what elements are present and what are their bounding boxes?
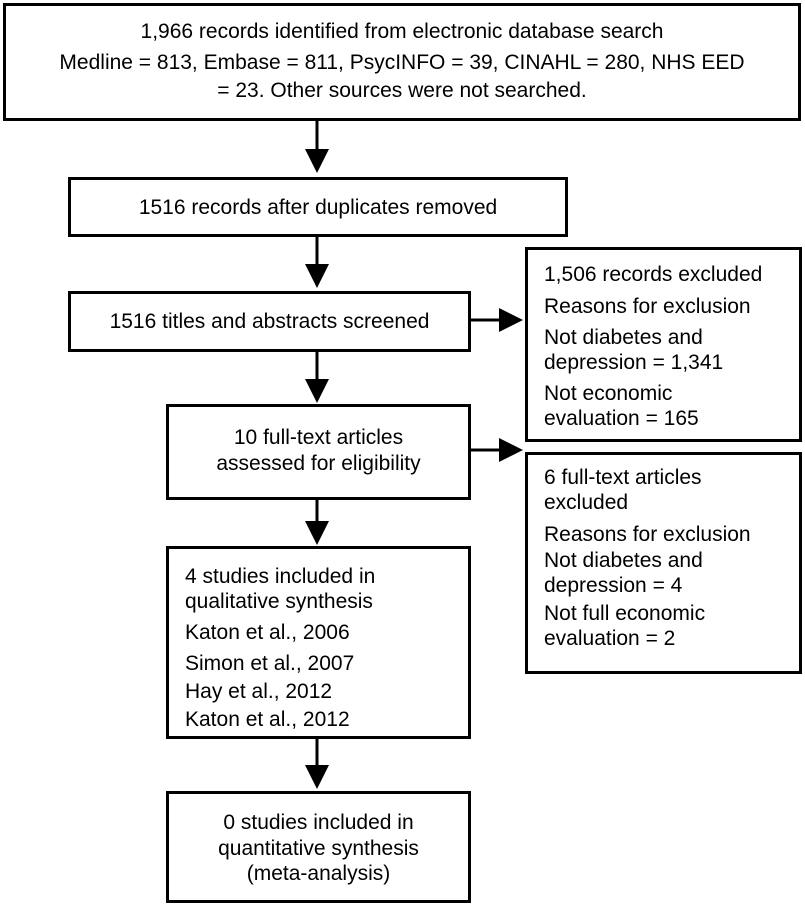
records-excluded-box: 1,506 records excluded Reasons for exclu… bbox=[525, 247, 802, 442]
qualitative-line-1: 4 studies included in bbox=[185, 565, 376, 588]
fulltext-assessed-box: 10 full-text articles assessed for eligi… bbox=[166, 404, 471, 500]
quantitative-line-1: 0 studies included in bbox=[223, 811, 414, 834]
fulltext-excluded-line-3: Reasons for exclusion bbox=[544, 523, 751, 546]
fulltext-excluded-box: 6 full-text articles excluded Reasons fo… bbox=[525, 452, 802, 674]
records-excluded-line-6: evaluation = 165 bbox=[544, 407, 699, 430]
records-excluded-line-5: Not economic bbox=[544, 382, 673, 405]
quantitative-synthesis-box: 0 studies included in quantitative synth… bbox=[166, 791, 471, 903]
records-excluded-line-1: 1,506 records excluded bbox=[544, 263, 763, 286]
identified-line-3: = 23. Other sources were not searched. bbox=[217, 79, 587, 102]
qualitative-study-2: Simon et al., 2007 bbox=[185, 652, 355, 675]
quantitative-line-3: (meta-analysis) bbox=[246, 862, 391, 885]
qualitative-study-3: Hay et al., 2012 bbox=[185, 680, 333, 703]
duplicates-removed-box: 1516 records after duplicates removed bbox=[68, 177, 568, 237]
screened-line-1: 1516 titles and abstracts screened bbox=[109, 310, 430, 333]
fulltext-line-1: 10 full-text articles bbox=[233, 426, 404, 449]
quantitative-line-2: quantitative synthesis bbox=[218, 837, 419, 860]
fulltext-excluded-line-2: excluded bbox=[544, 491, 629, 514]
qualitative-study-1: Katon et al., 2006 bbox=[185, 621, 350, 644]
qualitative-line-2: qualitative synthesis bbox=[185, 590, 373, 613]
records-excluded-line-2: Reasons for exclusion bbox=[544, 295, 751, 318]
fulltext-excluded-line-5: depression = 4 bbox=[544, 574, 683, 597]
qualitative-study-4: Katon et al., 2012 bbox=[185, 708, 350, 731]
identified-line-2: Medline = 813, Embase = 811, PsycINFO = … bbox=[59, 51, 745, 74]
identified-box: 1,966 records identified from electronic… bbox=[3, 3, 801, 121]
records-excluded-line-3: Not diabetes and bbox=[544, 326, 703, 349]
identified-line-1: 1,966 records identified from electronic… bbox=[140, 20, 664, 43]
fulltext-excluded-line-6: Not full economic bbox=[544, 602, 706, 625]
fulltext-excluded-line-7: evaluation = 2 bbox=[544, 627, 676, 650]
fulltext-excluded-line-4: Not diabetes and bbox=[544, 549, 703, 572]
fulltext-line-2: assessed for eligibility bbox=[216, 452, 421, 475]
screened-box: 1516 titles and abstracts screened bbox=[68, 291, 471, 352]
qualitative-synthesis-box: 4 studies included in qualitative synthe… bbox=[166, 546, 471, 739]
duplicates-line-1: 1516 records after duplicates removed bbox=[138, 196, 498, 219]
records-excluded-line-4: depression = 1,341 bbox=[544, 351, 724, 374]
fulltext-excluded-line-1: 6 full-text articles bbox=[544, 466, 702, 489]
